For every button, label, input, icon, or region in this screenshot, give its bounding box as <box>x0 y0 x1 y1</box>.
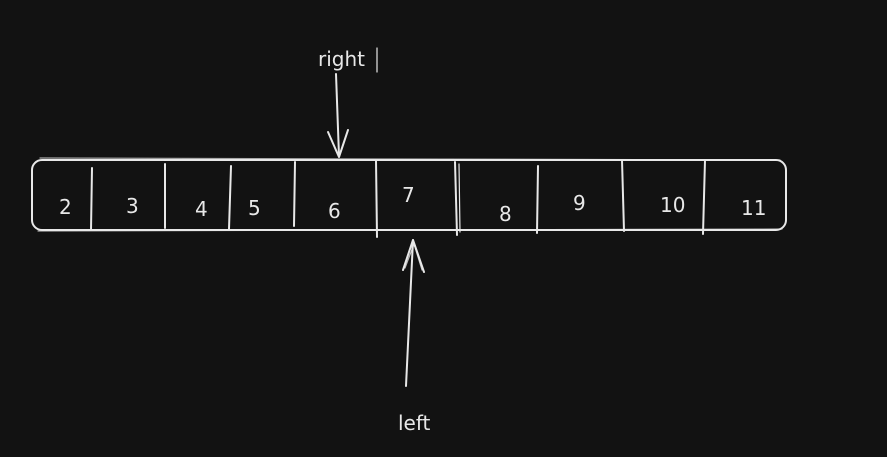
array-box-sketch-stroke-bottom <box>37 228 783 232</box>
cell-divider <box>458 163 461 233</box>
right-pointer-arrow-shaft <box>335 73 340 157</box>
left-pointer-arrow-head-sketch <box>404 243 423 271</box>
cell-value: 11 <box>741 196 766 220</box>
cell-values: 2 3 4 5 6 7 8 9 10 11 <box>59 183 766 226</box>
cell-divider <box>621 159 625 232</box>
cell-divider <box>90 167 93 231</box>
cell-divider <box>228 165 232 230</box>
cell-value: 5 <box>248 196 261 220</box>
right-pointer-label: right <box>318 47 365 71</box>
cell-value: 2 <box>59 195 72 219</box>
right-pointer: right <box>318 47 378 158</box>
cell-value: 7 <box>402 183 415 207</box>
cell-value: 8 <box>499 202 512 226</box>
array-box-sketch-stroke <box>39 157 781 161</box>
left-pointer-arrow-shaft <box>405 239 414 387</box>
cell-value: 10 <box>660 193 685 217</box>
cell-value: 9 <box>573 191 586 215</box>
cell-divider <box>375 159 378 238</box>
cell-divider <box>454 161 458 236</box>
cell-divider <box>293 161 296 227</box>
cell-dividers <box>90 159 706 238</box>
cell-value: 6 <box>328 199 341 223</box>
right-pointer-arrow-head <box>327 129 349 158</box>
left-pointer: left <box>398 239 431 435</box>
left-pointer-label: left <box>398 411 431 435</box>
cell-divider <box>536 165 539 234</box>
cell-value: 4 <box>195 197 208 221</box>
cell-divider <box>702 159 706 235</box>
left-pointer-arrow-head <box>402 239 425 273</box>
cell-value: 3 <box>126 194 139 218</box>
